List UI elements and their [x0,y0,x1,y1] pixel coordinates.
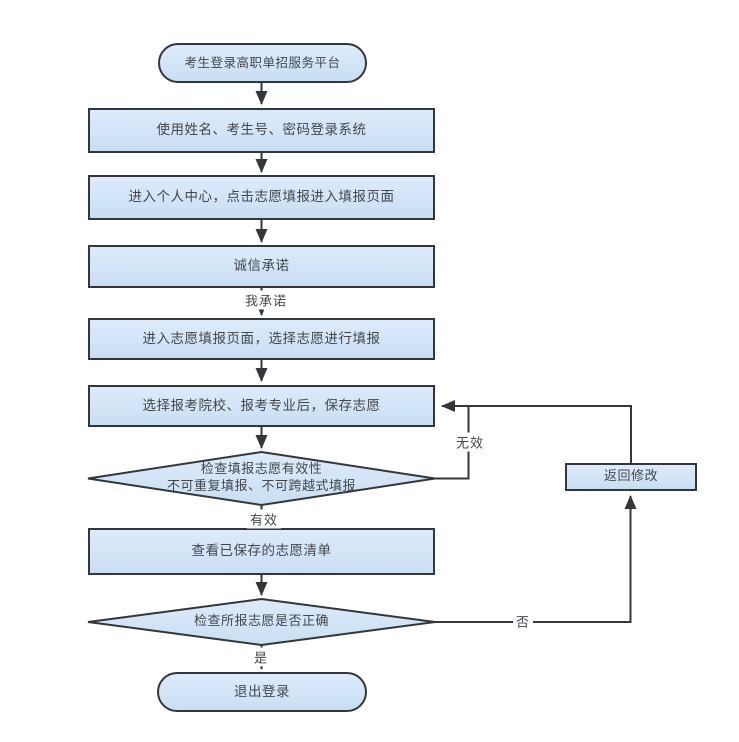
diamond-check-correct [87,597,436,647]
node-fill-page: 进入志愿填报页面，选择志愿进行填报 [88,318,435,360]
node-login: 使用姓名、考生号、密码登录系统 [88,108,435,153]
edge-label-no: 否 [512,611,534,631]
node-logout: 退出登录 [157,672,367,712]
node-start: 考生登录高职单招服务平台 [158,43,367,83]
node-promise: 诚信承诺 [88,245,435,288]
edge-checkcorrect-modify [434,495,637,623]
edge-modify-save [441,400,632,463]
edge-label-i-promise: 我承诺 [241,290,291,310]
node-view-list: 查看已保存的志愿清单 [88,528,435,575]
edge-checkvalid-invalid-junction [434,407,470,480]
edge-label-invalid: 无效 [452,432,488,452]
node-personal-center: 进入个人中心，点击志愿填报进入填报页面 [88,175,435,220]
diamond-check-validity [87,450,436,507]
node-modify: 返回修改 [565,463,697,491]
edge-label-yes: 是 [250,647,272,667]
edge-label-valid: 有效 [246,509,282,529]
node-save: 选择报考院校、报考专业后，保存志愿 [88,385,435,427]
